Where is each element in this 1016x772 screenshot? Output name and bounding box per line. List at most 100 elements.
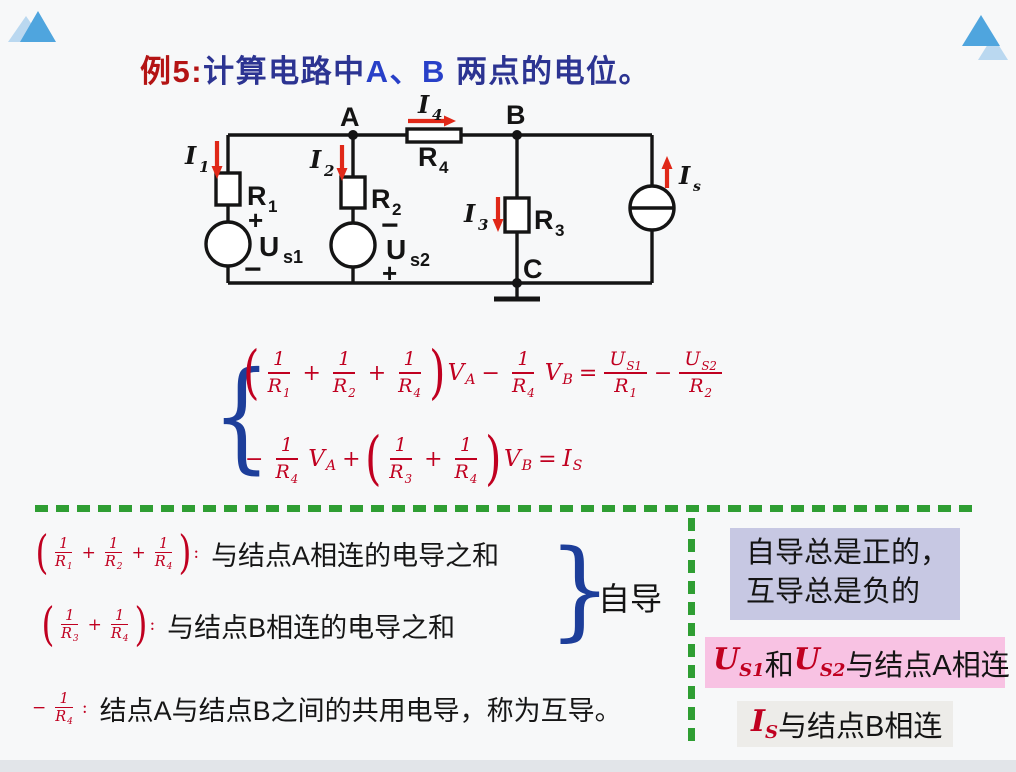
node-c-label: C — [523, 254, 543, 284]
self-mutual-note-line1: 自导总是正的， — [746, 537, 950, 569]
big-paren: ) — [485, 424, 502, 493]
i1-arrowhead — [211, 166, 223, 179]
us1-subscript: S1 — [739, 660, 765, 681]
slide-title: 例5:计算电路中A、B 两点的电位。 — [140, 46, 651, 91]
light-triangle-icon — [978, 36, 1008, 60]
operator: : — [193, 543, 200, 563]
operator: + — [302, 360, 321, 386]
vertical-dashed-divider — [688, 518, 695, 748]
mutual-conductance-text: 结点A与结点B之间的共用电导，称为互导。 — [99, 695, 622, 726]
is-base: I — [751, 703, 766, 739]
i3-label: I — [463, 199, 476, 228]
i4-label: I — [417, 90, 430, 119]
big-paren: ( — [243, 338, 260, 407]
resistor-r1-body — [214, 171, 242, 207]
sources-note-box: US1 和 US2 与结点A相连 — [705, 637, 1010, 688]
i4-arrowhead — [444, 115, 456, 127]
r2-sub: 2 — [392, 200, 401, 219]
is-note-text: 与结点B相连 — [778, 711, 943, 743]
us1-plus: + — [248, 205, 263, 235]
node-b-label: B — [506, 100, 526, 130]
node-a-dot — [348, 130, 358, 140]
us2-plus: + — [382, 258, 397, 288]
i2-arrowhead — [336, 168, 348, 181]
is-variable: IS — [751, 703, 779, 743]
conductance-b-text: 与结点B相连的电导之和 — [167, 612, 456, 643]
node-b-dot — [512, 130, 522, 140]
is-sub: s — [693, 179, 701, 195]
title-node-names: A、B — [365, 54, 446, 89]
operator: + — [131, 543, 146, 563]
sources-note-text: 与结点A相连 — [845, 649, 1010, 682]
operator: − — [32, 698, 47, 718]
i1-label: I — [184, 141, 197, 170]
operator: : — [149, 615, 156, 635]
self-conductance-brace: } — [548, 526, 612, 653]
r1-label: R — [247, 181, 267, 211]
operator: : — [81, 698, 88, 718]
big-paren: ( — [41, 597, 55, 652]
r1-sub: 1 — [268, 197, 277, 216]
node-a-label: A — [340, 102, 360, 132]
is-arrowhead — [661, 156, 673, 169]
self-mutual-note-line2: 互导总是负的 — [746, 576, 921, 608]
is-subscript: S — [765, 721, 779, 743]
corner-triangles-top-right-icon — [962, 15, 1008, 60]
self-mutual-note-box: 自导总是正的， 互导总是负的 — [730, 528, 960, 620]
r3-label: R — [534, 205, 554, 235]
us2-base: U — [793, 642, 820, 677]
source-us2-body — [329, 221, 377, 269]
blue-triangle-icon — [962, 15, 1000, 46]
i2-label: I — [309, 145, 322, 174]
title-text-rest: 两点的电位。 — [445, 54, 651, 89]
node-c-dot — [512, 278, 522, 288]
us2-sub: s2 — [410, 250, 430, 270]
us1-base: U — [713, 642, 740, 677]
us2-variable: US2 — [794, 645, 846, 680]
equations-brace: { — [212, 344, 271, 486]
blue-triangle-icon — [20, 11, 56, 42]
resistor-r4-body — [405, 127, 463, 144]
operator: − — [653, 360, 673, 386]
self-conductance-label: 自导 — [598, 581, 663, 617]
is-note-box: IS 与结点B相连 — [737, 701, 953, 747]
operator: = — [538, 446, 557, 472]
r4-label: R — [418, 142, 438, 172]
us1-label: U — [259, 231, 279, 262]
r2-label: R — [371, 184, 391, 214]
i2-sub: 2 — [323, 162, 334, 180]
operator: + — [424, 446, 443, 472]
resistor-r3-body — [503, 196, 531, 234]
title-text: 计算电路中 — [203, 54, 366, 89]
i3-arrowhead — [492, 219, 504, 232]
operator: + — [87, 615, 102, 635]
us2-minus: − — [381, 209, 399, 242]
big-paren: ( — [364, 424, 382, 493]
operator: − — [245, 446, 264, 472]
bottom-strip — [0, 760, 1016, 772]
operator: + — [81, 543, 96, 563]
is-label: I — [678, 161, 691, 190]
